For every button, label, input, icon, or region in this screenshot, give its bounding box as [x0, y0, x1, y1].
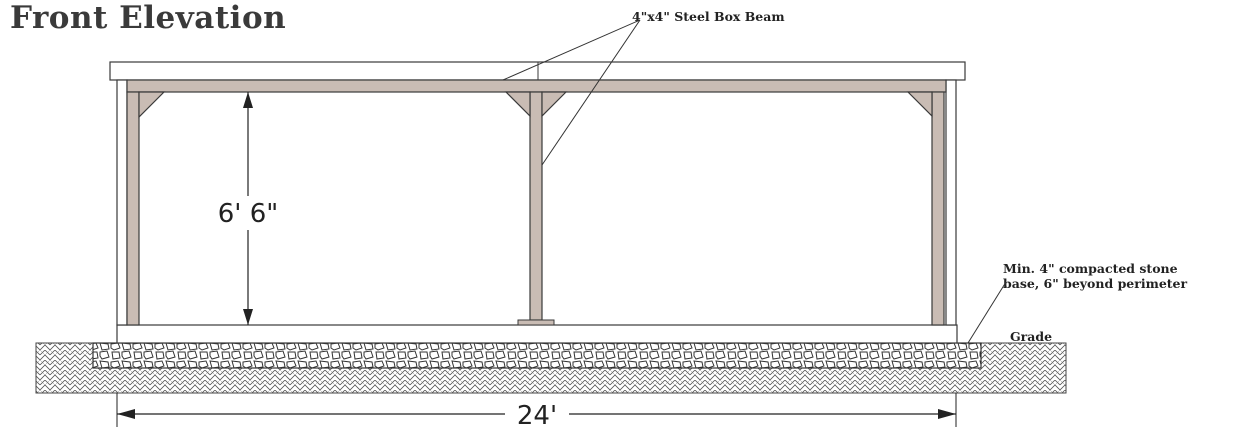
stone-base-callout-line1: Min. 4" compacted stone [1003, 261, 1178, 276]
beam-leader-line-2 [541, 19, 641, 166]
beam-leader-line-1 [502, 19, 641, 81]
stone-base-leader-line [967, 281, 1007, 344]
post-left [126, 91, 140, 326]
stone-base [92, 342, 982, 369]
knee-brace-right [906, 91, 933, 118]
knee-brace-center-left [504, 91, 531, 118]
height-dimension-label: 6' 6" [218, 199, 278, 229]
drawing-title: Front Elevation [10, 0, 287, 36]
width-dimension-label: 24' [517, 401, 557, 429]
post-base-plate [517, 319, 555, 326]
floor-sill [116, 324, 958, 344]
height-label-bg [212, 196, 286, 230]
grade-label: Grade [1010, 329, 1053, 344]
beam-callout-label: 4"x4" Steel Box Beam [632, 9, 785, 24]
width-arrow-left [117, 409, 135, 419]
right-trim [945, 79, 957, 326]
left-trim [116, 79, 128, 326]
knee-brace-center-right [541, 91, 568, 118]
steel-box-beam [126, 79, 947, 93]
width-arrow-right [938, 409, 956, 419]
height-arrow-bottom [243, 309, 253, 325]
knee-brace-left [138, 91, 166, 119]
post-right [931, 91, 945, 326]
height-arrow-top [243, 92, 253, 108]
post-center [529, 91, 543, 321]
stone-base-callout-line2: base, 6" beyond perimeter [1003, 276, 1188, 291]
width-label-bg [505, 400, 569, 429]
